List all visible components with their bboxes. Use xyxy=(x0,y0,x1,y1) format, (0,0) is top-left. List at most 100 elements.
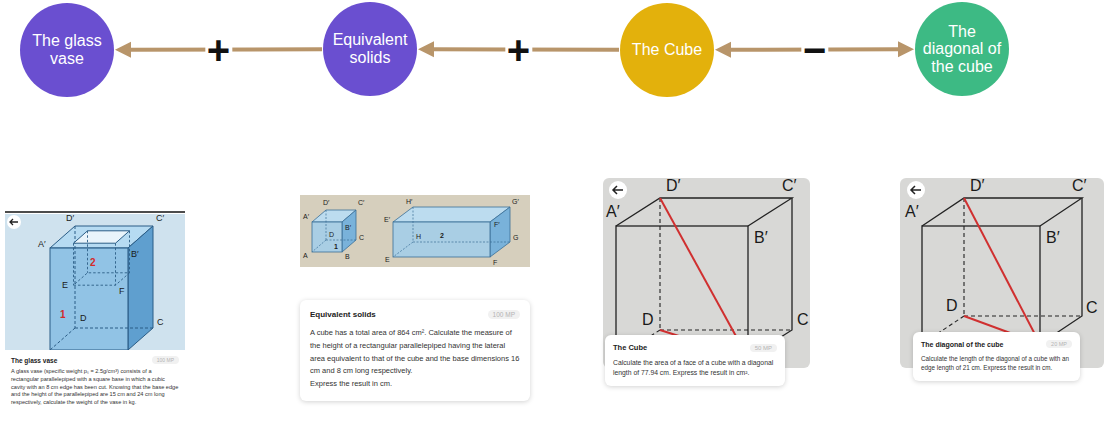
back-button xyxy=(7,215,21,229)
cube-edges xyxy=(616,198,792,358)
card-body-text: A cube has a total area of 864 cm². Calc… xyxy=(310,327,520,378)
topic-circle: The Cube xyxy=(620,3,714,97)
vertex-label: D xyxy=(80,314,87,323)
vertex-label: H xyxy=(416,233,421,240)
vertex-label: F xyxy=(119,287,125,296)
vertex-label: 1 xyxy=(60,310,66,320)
back-button xyxy=(609,181,627,199)
rule-line xyxy=(5,211,185,213)
vertex-label: E xyxy=(385,256,390,263)
vase-figure xyxy=(5,212,185,350)
question-card: The diagonal of the cube20 MPCalculate t… xyxy=(913,332,1080,381)
arrowhead xyxy=(115,42,131,58)
vertex-label: A′ xyxy=(606,204,620,220)
front-face xyxy=(922,226,1040,344)
vertex-label: F′ xyxy=(494,221,500,228)
back-button xyxy=(907,181,925,199)
card-header: Equivalent solids100 MP xyxy=(310,310,520,319)
hidden-edge xyxy=(413,242,510,243)
card-header: The Cube50 MP xyxy=(613,343,777,352)
vertex-label: A xyxy=(303,252,308,259)
cube-diagonal xyxy=(964,198,1040,344)
card-body-text: A glass vase (specific weight pₛ = 2.5g/… xyxy=(11,368,179,407)
card-title: Equivalent solids xyxy=(310,310,488,319)
vertex-label: D xyxy=(329,231,334,238)
hidden-edges xyxy=(50,226,153,350)
hidden-edge xyxy=(413,207,414,242)
card-body-text: Calculate the area of a face of a cube w… xyxy=(613,358,777,378)
vertex-label: G xyxy=(513,234,518,241)
card-header: The diagonal of the cube20 MP xyxy=(921,340,1072,348)
points-badge: 50 MP xyxy=(750,344,777,352)
vertex-label: D′ xyxy=(666,178,681,194)
circle-text-stack: The diagonal of the cube xyxy=(920,23,1004,76)
hidden-edge xyxy=(50,328,75,350)
hidden-edge xyxy=(964,315,1082,316)
back-button-disc xyxy=(7,215,21,229)
card-body-text: Express the result in cm. xyxy=(310,378,520,391)
circle-text-stack: The glass vase xyxy=(25,32,109,67)
vertex-label: C′ xyxy=(358,199,364,206)
hidden-edge xyxy=(312,240,326,252)
vertex-label: B′ xyxy=(1046,230,1060,246)
cube-diagonal xyxy=(660,198,748,358)
question-card: Equivalent solids100 MP A cube has a tota… xyxy=(300,300,530,401)
vertex-label: F xyxy=(493,259,497,266)
operator-label: + xyxy=(205,30,232,70)
operator-label: − xyxy=(801,30,828,70)
hidden-edges xyxy=(616,198,792,358)
hidden-edge xyxy=(660,329,792,330)
points-badge: 100 MP xyxy=(152,356,179,364)
vertex-label: D′ xyxy=(66,214,74,223)
back-button-disc xyxy=(907,181,925,199)
topic-title: Equivalent solids xyxy=(328,31,412,66)
hidden-edges xyxy=(393,207,510,257)
top-edges xyxy=(922,198,1082,226)
vertex-label: A′ xyxy=(38,240,46,249)
side-face xyxy=(342,210,356,252)
cavity-edge xyxy=(73,243,74,285)
cube-edges xyxy=(922,198,1082,344)
vertex-label: E′ xyxy=(384,216,390,223)
vertex-label: C xyxy=(157,318,164,327)
front-face xyxy=(50,248,128,350)
points-badge: 100 MP xyxy=(488,310,520,319)
hidden-edge xyxy=(75,328,153,329)
hidden-edge xyxy=(963,198,964,316)
arrowhead xyxy=(898,41,914,57)
vertex-label: G′ xyxy=(512,198,519,205)
side-face xyxy=(490,207,510,257)
vertex-label: B′ xyxy=(345,224,351,231)
hidden-edge xyxy=(326,240,356,241)
topic-title: The glass vase xyxy=(25,32,109,67)
vertex-label: C xyxy=(359,234,364,241)
side-edges xyxy=(1040,198,1082,344)
hidden-edges xyxy=(312,210,356,252)
cavity-bottom xyxy=(74,273,130,285)
front-face xyxy=(312,222,342,252)
vertex-label: D′ xyxy=(970,178,985,194)
vertex-label: 2 xyxy=(90,258,96,268)
vertex-label: B′ xyxy=(131,250,139,259)
back-arrow xyxy=(613,186,623,194)
vertex-label: A′ xyxy=(905,204,919,220)
vertex-label: D xyxy=(642,312,654,328)
topic-circle: The glass vase xyxy=(20,3,114,97)
question-card: The Cube50 MP Calculate the area of a fac… xyxy=(605,335,785,386)
hidden-edge xyxy=(659,198,660,330)
points-badge: 20 MP xyxy=(1046,340,1072,348)
solids-figure xyxy=(300,195,530,267)
back-button-disc xyxy=(609,181,627,199)
hidden-edge xyxy=(326,210,327,240)
card-title: The diagonal of the cube xyxy=(921,341,1046,348)
vertex-label: B xyxy=(345,253,350,260)
cavity-opening xyxy=(74,231,130,243)
vertex-label: H′ xyxy=(406,198,412,205)
card-header: The glass vase100 MP xyxy=(11,356,179,364)
circle-text-stack: Equivalent solids xyxy=(328,31,412,66)
cavity-edges xyxy=(74,231,130,285)
vertex-label: D′ xyxy=(323,199,329,206)
vertex-label: D xyxy=(946,298,958,314)
back-arrow xyxy=(10,219,18,225)
